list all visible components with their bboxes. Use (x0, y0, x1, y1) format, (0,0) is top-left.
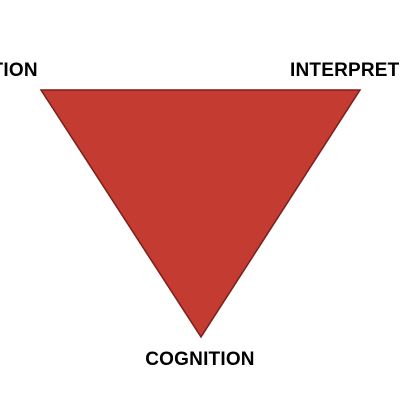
interpretation-label: INTERPRET (290, 60, 400, 81)
cognition-label: COGNITION (145, 349, 255, 370)
inverted-triangle (39, 89, 362, 339)
observation-label: RVATION (0, 60, 38, 81)
